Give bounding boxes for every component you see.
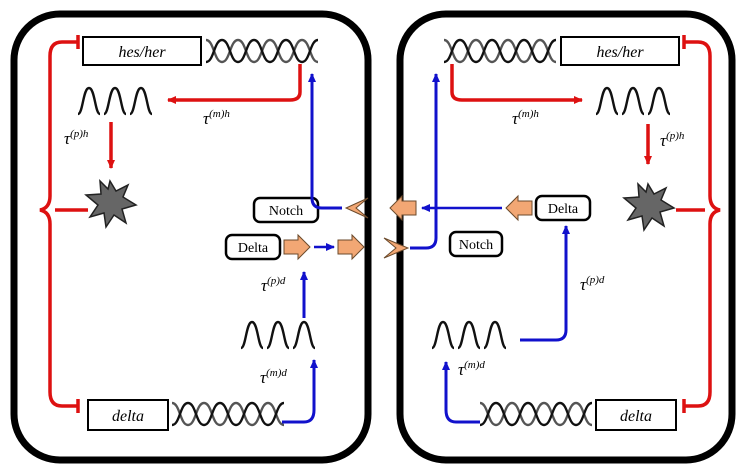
left-cell: hes/her τ(m)h τ(p)h delta τ(m)d xyxy=(10,10,372,464)
left-delta-protein-arrow xyxy=(283,233,311,261)
right-notch-signal-arrow xyxy=(410,73,440,250)
right-hes-dna-icon xyxy=(442,38,558,64)
right-delay-ph: τ(p)h xyxy=(660,130,685,150)
right-delta-gene-label: delta xyxy=(620,408,652,425)
right-hes-gene-box xyxy=(560,36,680,66)
left-delta-gene-box xyxy=(87,399,169,431)
left-notch-label: Notch xyxy=(269,204,303,219)
left-notch-signal-arrow xyxy=(308,73,342,210)
right-delay-pd: τ(p)d xyxy=(580,274,605,294)
left-inhibition-bracket xyxy=(39,40,78,408)
left-cell-membrane xyxy=(10,10,372,464)
left-delta-gene-label: delta xyxy=(112,408,144,425)
right-notch-label: Notch xyxy=(459,238,493,253)
left-delta-protein-label: Delta xyxy=(238,241,269,256)
right-delta-dna-icon xyxy=(478,401,594,427)
right-cell: hes/her τ(m)h τ(p)h delta τ(m)d τ(p) xyxy=(383,10,736,464)
right-hes-gene-label: hes/her xyxy=(596,44,644,61)
right-hes-transcription-arrow xyxy=(450,64,583,104)
right-cell-membrane xyxy=(396,10,736,464)
left-hes-transcription-arrow xyxy=(167,64,302,104)
left-delta-transcription-arrow xyxy=(282,359,318,424)
left-hes-gene-box xyxy=(82,36,202,66)
right-delta-protein-label-box xyxy=(534,194,592,222)
right-delta-transcription-arrow xyxy=(442,361,480,424)
right-delta-ligand xyxy=(389,194,417,222)
right-hes-mrna-icon xyxy=(594,86,672,116)
right-delta-protein-label: Delta xyxy=(548,202,579,217)
left-hes-gene-label: hes/her xyxy=(118,44,166,61)
left-hes-dna-icon xyxy=(204,38,320,64)
left-delay-mh: τ(m)h xyxy=(203,108,230,128)
right-delta-translation-arrow xyxy=(520,225,570,342)
right-hes-protein-icon xyxy=(623,183,675,231)
left-delta-protein-label-box xyxy=(224,233,282,261)
left-notch-label-box xyxy=(252,196,320,224)
right-delta-gene-box xyxy=(595,399,677,431)
right-notch-label-box xyxy=(448,230,504,258)
left-delta-ligand xyxy=(337,233,365,261)
left-delay-md: τ(m)d xyxy=(260,367,287,387)
left-notch-receptor xyxy=(344,197,369,219)
left-delta-dna-icon xyxy=(170,401,286,427)
right-delay-mh: τ(m)h xyxy=(512,108,539,128)
right-delta-mrna-icon xyxy=(430,320,508,350)
left-delay-ph: τ(p)h xyxy=(64,128,89,148)
right-inhibition-bracket xyxy=(684,40,721,408)
left-delta-mrna-icon xyxy=(239,320,317,350)
left-hes-mrna-icon xyxy=(76,86,154,116)
right-delta-protein-arrow xyxy=(505,194,533,222)
left-delay-pd: τ(p)d xyxy=(261,275,286,295)
left-hes-protein-icon xyxy=(85,180,137,228)
right-delay-md: τ(m)d xyxy=(458,359,485,379)
right-notch-receptor xyxy=(383,237,410,259)
